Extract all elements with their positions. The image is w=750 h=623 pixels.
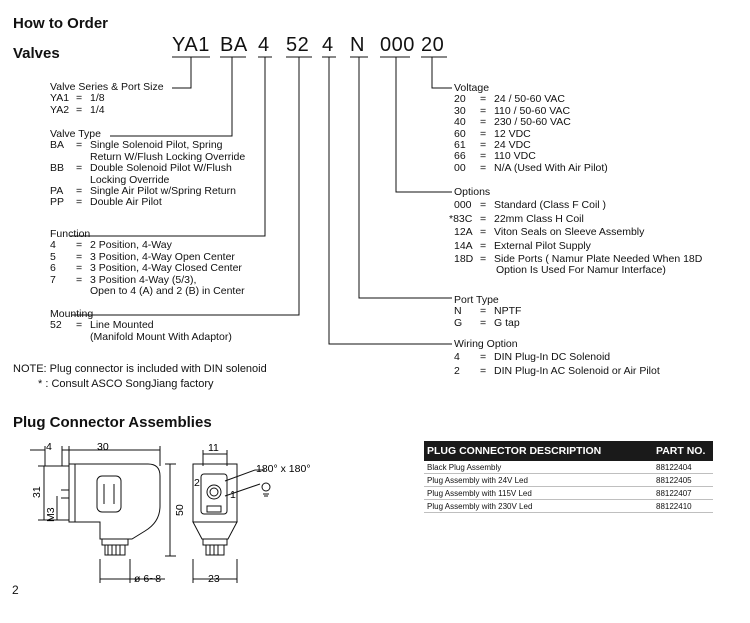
list-item: 4=DIN Plug-In DC Solenoid xyxy=(454,351,611,364)
mounting-section: Mounting 52=Line Mounted (Manifold Mount… xyxy=(50,308,232,343)
side-view-body xyxy=(74,463,161,540)
dim-50: 50 xyxy=(174,504,186,516)
valves-heading: Valves xyxy=(13,45,60,62)
code-series: YA1 xyxy=(172,34,210,56)
code-voltage: 20 xyxy=(421,34,445,56)
plug-connector-table: PLUG CONNECTOR DESCRIPTION PART NO. Blac… xyxy=(424,441,713,513)
list-item-continuation: Return W/Flush Locking Override xyxy=(90,150,246,163)
port-type-title: Port Type xyxy=(454,294,499,306)
code-wiring: 4 xyxy=(322,34,334,56)
code-options: 000 xyxy=(380,34,415,56)
dim-m3: M3 xyxy=(45,507,57,522)
series-title: Valve Series & Port Size xyxy=(50,81,164,93)
list-item: 20=24 / 50-60 VAC xyxy=(454,93,566,106)
note-line-1: NOTE: Plug connector is included with DI… xyxy=(13,363,267,375)
voltage-section: Voltage 20=24 / 50-60 VAC 30=110 / 50-60… xyxy=(454,82,608,174)
voltage-title: Voltage xyxy=(454,82,490,94)
list-item: PA=Single Air Pilot w/Spring Return xyxy=(50,185,236,198)
wiring-title: Wiring Option xyxy=(454,338,518,350)
list-item: 18D=Side Ports ( Namur Plate Needed When… xyxy=(454,253,703,266)
list-item-continuation: Locking Override xyxy=(90,173,170,186)
valve-type-title: Valve Type xyxy=(50,128,101,140)
list-item: 61=24 VDC xyxy=(454,139,531,152)
list-item: 12A=Viton Seals on Sleeve Assembly xyxy=(454,226,645,239)
code-function: 4 xyxy=(258,34,270,56)
mounting-title: Mounting xyxy=(50,308,94,320)
list-item: 00=N/A (Used With Air Pilot) xyxy=(454,161,608,174)
series-section: Valve Series & Port Size YA1=1/8 YA2=1/4 xyxy=(50,81,164,116)
list-item: 40=230 / 50-60 VAC xyxy=(454,116,571,129)
list-item-continuation: Option Is Used For Namur Interface) xyxy=(496,264,666,277)
list-item: YA1=1/8 xyxy=(50,92,105,105)
list-item: 4=2 Position, 4-Way xyxy=(50,239,172,252)
note-line-2: * : Consult ASCO SongJiang factory xyxy=(38,378,214,390)
list-item: 52=Line Mounted xyxy=(50,319,154,332)
port-type-section: Port Type N=NPTF G=G tap xyxy=(454,294,522,329)
how-to-order-heading: How to Order xyxy=(13,15,109,32)
dim-11: 11 xyxy=(208,442,219,454)
list-item: G=G tap xyxy=(454,316,520,329)
dim-23: 23 xyxy=(208,573,220,585)
list-item: 6=3 Position, 4-Way Closed Center xyxy=(50,262,242,275)
list-item-continuation: (Manifold Mount With Adaptor) xyxy=(90,330,232,343)
dim-1: 1 xyxy=(230,489,236,501)
list-item: 14A=External Pilot Supply xyxy=(454,239,591,252)
table-header-part-no: PART NO. xyxy=(653,441,713,461)
table-header-description: PLUG CONNECTOR DESCRIPTION xyxy=(424,441,653,461)
list-item: PP=Double Air Pilot xyxy=(50,196,162,209)
list-item: 66=110 VDC xyxy=(454,150,536,163)
dim-4: 4 xyxy=(46,441,52,453)
list-item: 5=3 Position, 4-Way Open Center xyxy=(50,250,235,263)
options-title: Options xyxy=(454,186,491,198)
list-item: 60=12 VDC xyxy=(454,127,531,140)
wiring-section: Wiring Option 4=DIN Plug-In DC Solenoid … xyxy=(454,338,660,377)
list-item: 000=Standard (Class F Coil ) xyxy=(454,199,607,212)
list-item: *83C=22mm Class H Coil xyxy=(449,212,584,225)
list-item: 30=110 / 50-60 VAC xyxy=(454,104,571,117)
dim-31: 31 xyxy=(31,486,43,498)
dim-angle: 180° x 180° xyxy=(256,463,311,475)
dim-diameter: ø 6~8 xyxy=(134,573,161,585)
list-item: 2=DIN Plug-In AC Solenoid or Air Pilot xyxy=(454,364,660,377)
list-item-continuation: Open to 4 (A) and 2 (B) in Center xyxy=(90,285,245,298)
options-section: Options 000=Standard (Class F Coil ) *83… xyxy=(449,186,703,277)
list-item: BB=Double Solenoid Pilot W/Flush xyxy=(50,162,232,175)
plug-connector-drawing: 4 30 31 M3 50 ø 6~8 11 2 1 23 180° x 180… xyxy=(30,441,311,585)
function-title: Function xyxy=(50,228,91,240)
side-view-flange xyxy=(68,463,76,523)
list-item: BA=Single Solenoid Pilot, Spring xyxy=(50,139,223,152)
list-item: YA2=1/4 xyxy=(50,103,105,116)
dim-30: 30 xyxy=(97,441,109,453)
plug-connector-heading: Plug Connector Assemblies xyxy=(13,414,212,431)
list-item: 7=3 Position 4-Way (5/3), xyxy=(50,273,197,286)
dim-2: 2 xyxy=(194,477,200,489)
code-mounting: 52 xyxy=(286,34,310,56)
code-port-type: N xyxy=(350,34,365,56)
code-valve-type: BA xyxy=(220,34,248,56)
valve-type-section: Valve Type BA=Single Solenoid Pilot, Spr… xyxy=(50,128,246,209)
list-item: N=NPTF xyxy=(454,305,522,318)
page-number: 2 xyxy=(12,583,19,597)
function-section: Function 4=2 Position, 4-Way 5=3 Positio… xyxy=(50,228,245,298)
